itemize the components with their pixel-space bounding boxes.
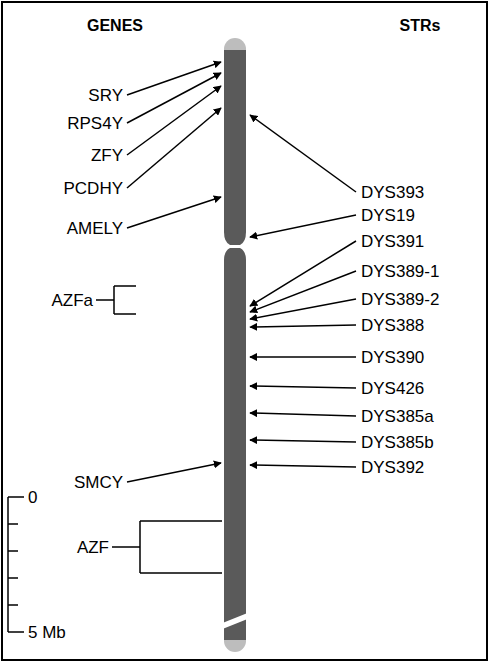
- gene-label: AMELY: [67, 220, 123, 237]
- gene-label: RPS4Y: [67, 115, 123, 132]
- str-label: DYS393: [361, 184, 424, 201]
- break-mark: [220, 612, 250, 630]
- gene-label: ZFY: [91, 147, 123, 164]
- scale-tick: [8, 496, 24, 498]
- region-label: AZF: [77, 539, 109, 556]
- gene-label: SMCY: [74, 474, 123, 491]
- str-label: DYS391: [361, 233, 424, 250]
- leader-arrow: [127, 62, 221, 95]
- leader-arrow: [250, 115, 356, 192]
- str-label: DYS385a: [361, 408, 434, 425]
- leader-arrow: [250, 413, 356, 416]
- leader-arrow: [250, 440, 356, 442]
- scale-tick: [8, 550, 18, 552]
- leader-lines: [127, 62, 356, 482]
- gene-label: PCDHY: [63, 180, 123, 197]
- str-label: DYS389-2: [361, 291, 439, 308]
- scale-tick: [8, 577, 18, 579]
- scale-tick: [8, 631, 24, 633]
- leader-arrow: [250, 271, 356, 312]
- scale-tick: [8, 604, 18, 606]
- region-bracket: [96, 286, 136, 314]
- region-bracket: [112, 521, 222, 573]
- leader-arrow: [127, 73, 221, 123]
- leader-arrow: [250, 299, 356, 319]
- gene-label: SRY: [88, 87, 123, 104]
- str-label: DYS426: [361, 380, 424, 397]
- leader-arrow: [250, 241, 356, 306]
- scale-tick: [8, 523, 18, 525]
- scale-bar: [8, 497, 24, 632]
- scale-value: 0: [28, 489, 37, 506]
- str-label: DYS392: [361, 459, 424, 476]
- str-label: DYS390: [361, 349, 424, 366]
- column-heading: GENES: [87, 18, 143, 34]
- str-label: DYS385b: [361, 434, 434, 451]
- scale-value: 5 Mb: [28, 624, 66, 641]
- scale-axis: [7, 497, 9, 632]
- str-label: DYS389-1: [361, 263, 439, 280]
- chromosome-long-arm: [224, 248, 246, 640]
- region-label: AZFa: [51, 292, 93, 309]
- leader-arrow: [250, 325, 356, 327]
- leader-arrow: [250, 386, 356, 388]
- leader-arrow: [250, 215, 356, 237]
- leader-arrow: [127, 463, 221, 482]
- str-label: DYS19: [361, 207, 415, 224]
- leader-arrow: [127, 108, 221, 188]
- leader-arrow: [127, 197, 221, 228]
- leader-arrow: [250, 356, 356, 358]
- column-heading: STRs: [400, 18, 441, 34]
- leader-arrow: [250, 465, 356, 467]
- chromosome-short-arm: [224, 50, 246, 245]
- brackets: [96, 286, 222, 573]
- str-label: DYS388: [361, 317, 424, 334]
